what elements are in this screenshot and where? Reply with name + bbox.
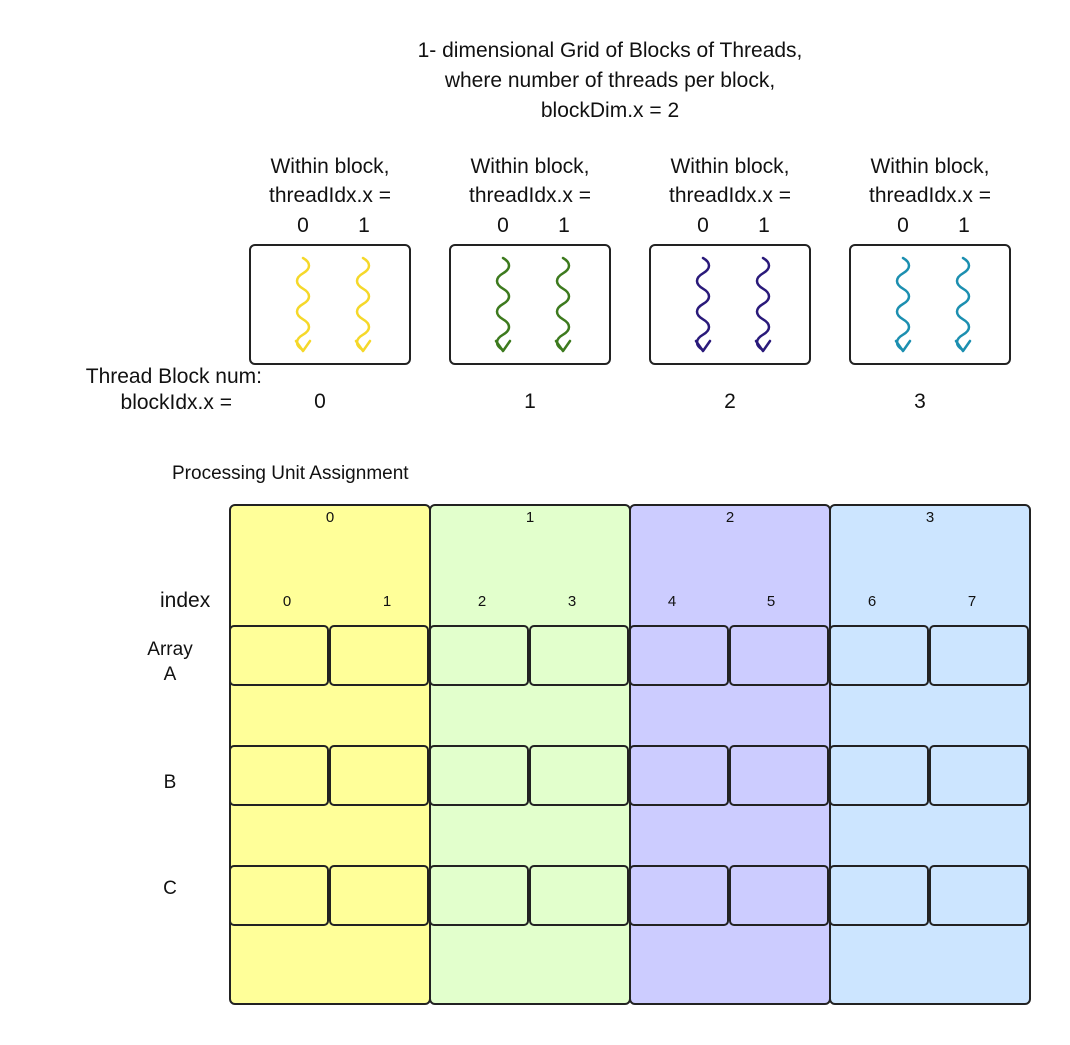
within-block-label: Within block, — [870, 155, 990, 178]
array-label-line-1: C — [163, 878, 177, 899]
array-cell — [329, 865, 429, 926]
block-num-label-line-2: blockIdx.x = — [120, 391, 232, 414]
thread-idx-label: threadIdx.x = — [469, 184, 591, 207]
array-label-1: B — [130, 770, 210, 795]
array-label-line-2: A — [163, 664, 177, 685]
title-line-2: where number of threads per block, — [444, 69, 776, 92]
thread-block-box-2 — [649, 244, 811, 365]
array-cell — [529, 745, 629, 806]
array-cell — [329, 745, 429, 806]
array-cell — [829, 625, 929, 686]
thread-block-box-0 — [249, 244, 411, 365]
title-line-3: blockDim.x = 2 — [540, 99, 680, 122]
column-header: 3 — [925, 509, 935, 526]
array-cell — [929, 625, 1029, 686]
array-cell — [929, 865, 1029, 926]
thread-idx-label: threadIdx.x = — [669, 184, 791, 207]
thread-arrow-icon — [354, 256, 372, 353]
array-cell — [629, 625, 729, 686]
thread-arrows — [294, 256, 372, 353]
thread-index: 1 — [358, 214, 370, 237]
index-number: 2 — [477, 593, 487, 610]
array-cell — [229, 865, 329, 926]
thread-block-header-1: Within block, threadIdx.x = — [435, 152, 625, 210]
array-cell — [329, 625, 429, 686]
thread-arrow-icon — [494, 256, 512, 353]
column-header: 1 — [525, 509, 535, 526]
column-header: 2 — [725, 509, 735, 526]
array-cell — [429, 865, 529, 926]
thread-arrow-icon — [754, 256, 772, 353]
array-cell — [829, 865, 929, 926]
thread-index: 1 — [558, 214, 570, 237]
index-number: 4 — [667, 593, 677, 610]
thread-index: 1 — [758, 214, 770, 237]
thread-idx-label: threadIdx.x = — [869, 184, 991, 207]
thread-arrow-icon — [694, 256, 712, 353]
index-number: 7 — [967, 593, 977, 610]
title-line-1: 1- dimensional Grid of Blocks of Threads… — [417, 39, 803, 62]
thread-block-box-3 — [849, 244, 1011, 365]
thread-index: 0 — [897, 214, 909, 237]
array-cell — [729, 625, 829, 686]
block-index-3: 3 — [914, 390, 926, 413]
thread-index: 1 — [958, 214, 970, 237]
block-num-label: Thread Block num: blockIdx.x = — [40, 364, 262, 416]
within-block-label: Within block, — [470, 155, 590, 178]
thread-arrow-icon — [554, 256, 572, 353]
array-cell — [829, 745, 929, 806]
block-num-label-line-1: Thread Block num: — [85, 365, 262, 388]
thread-arrow-icon — [894, 256, 912, 353]
array-cell — [929, 745, 1029, 806]
thread-index: 0 — [697, 214, 709, 237]
block-index-2: 2 — [724, 390, 736, 413]
block-index-1: 1 — [524, 390, 536, 413]
array-label-line-1: Array — [147, 639, 193, 660]
thread-block-header-2: Within block, threadIdx.x = — [635, 152, 825, 210]
thread-block-header-0: Within block, threadIdx.x = — [235, 152, 425, 210]
array-label-2: C — [130, 876, 210, 901]
array-cell — [529, 865, 629, 926]
index-number: 0 — [282, 593, 292, 610]
array-cell — [629, 745, 729, 806]
index-number: 5 — [766, 593, 776, 610]
thread-index: 0 — [297, 214, 309, 237]
thread-block-box-1 — [449, 244, 611, 365]
block-index-0: 0 — [314, 390, 326, 413]
thread-index: 0 — [497, 214, 509, 237]
within-block-label: Within block, — [270, 155, 390, 178]
array-label-line-1: B — [163, 772, 177, 793]
array-cell — [229, 625, 329, 686]
array-cell — [529, 625, 629, 686]
thread-arrows — [894, 256, 972, 353]
thread-arrow-icon — [294, 256, 312, 353]
thread-arrows — [494, 256, 572, 353]
array-cell — [729, 745, 829, 806]
array-cell — [429, 745, 529, 806]
within-block-label: Within block, — [670, 155, 790, 178]
index-number: 3 — [567, 593, 577, 610]
index-label: index — [160, 589, 211, 612]
array-cell — [729, 865, 829, 926]
array-cell — [429, 625, 529, 686]
thread-arrow-icon — [954, 256, 972, 353]
processing-title: Processing Unit Assignment — [172, 463, 409, 484]
index-number: 6 — [867, 593, 877, 610]
array-cell — [229, 745, 329, 806]
index-number: 1 — [382, 593, 392, 610]
thread-idx-label: threadIdx.x = — [269, 184, 391, 207]
array-cell — [629, 865, 729, 926]
diagram-title: 1- dimensional Grid of Blocks of Threads… — [0, 36, 1070, 126]
thread-block-header-3: Within block, threadIdx.x = — [835, 152, 1025, 210]
column-header: 0 — [325, 509, 335, 526]
thread-arrows — [694, 256, 772, 353]
